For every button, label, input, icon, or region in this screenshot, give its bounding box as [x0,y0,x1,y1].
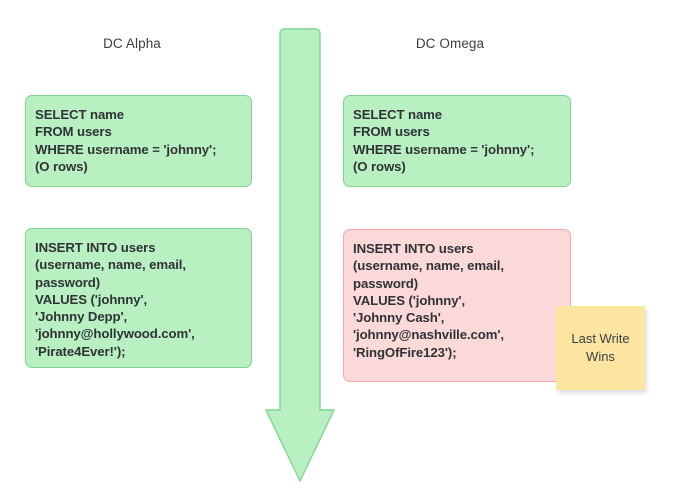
sql-box-alpha-select: SELECT name FROM users WHERE username = … [25,95,252,187]
timeline-down-arrow [262,24,338,484]
down-arrow-icon [265,28,335,482]
sql-box-omega-insert: INSERT INTO users (username, name, email… [343,229,571,382]
sql-box-omega-select: SELECT name FROM users WHERE username = … [343,95,571,187]
column-title-dc-alpha: DC Alpha [103,36,161,51]
sql-box-alpha-insert: INSERT INTO users (username, name, email… [25,228,252,368]
sticky-note-last-write-wins: Last Write Wins [556,306,645,390]
column-title-dc-omega: DC Omega [415,36,485,51]
